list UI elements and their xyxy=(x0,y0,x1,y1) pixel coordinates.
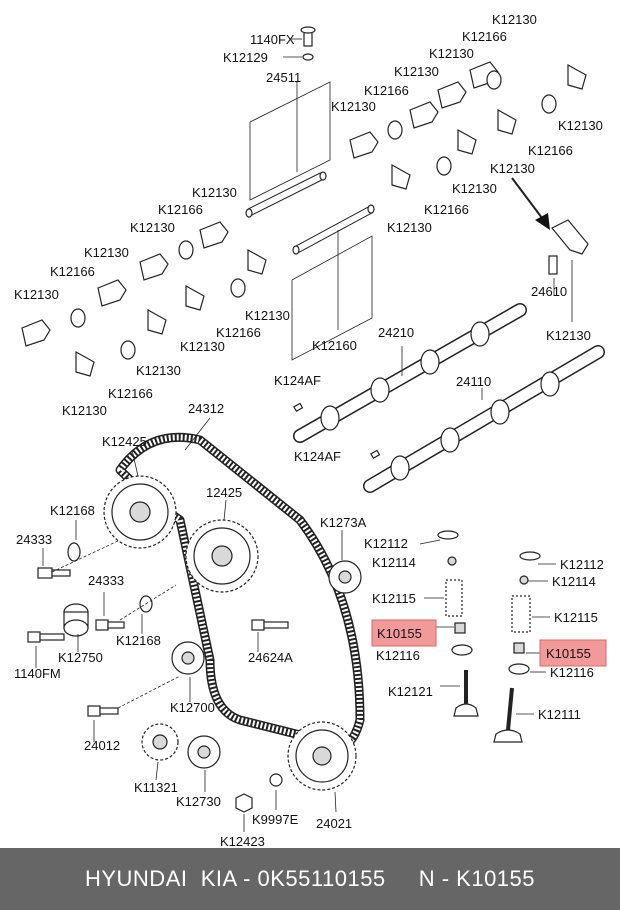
label-k12166: K12166 xyxy=(528,143,573,158)
label-k12130: K12130 xyxy=(546,328,591,343)
cam-sprocket-12425 xyxy=(185,519,259,593)
label-k12130: K12130 xyxy=(394,64,439,79)
tensioner-k12700 xyxy=(171,641,205,675)
label-k12115: K12115 xyxy=(554,610,598,625)
label-1140fm: 1140FM xyxy=(14,666,61,681)
label-24110: 24110 xyxy=(456,374,491,389)
label-k12130: K12130 xyxy=(130,220,175,235)
label-k10155: K10155 xyxy=(546,646,591,661)
label-k12166: K12166 xyxy=(364,83,409,98)
crank-sprocket-k11321 xyxy=(141,723,179,761)
label-k12166: K12166 xyxy=(424,202,469,217)
idler-k12730 xyxy=(187,735,221,769)
label-k12112: K12112 xyxy=(560,557,604,572)
label-24210: 24210 xyxy=(378,325,414,340)
label-k12130: K12130 xyxy=(14,287,59,302)
label-k12111: K12111 xyxy=(538,707,581,722)
label-k12166: K12166 xyxy=(158,202,203,217)
camshaft-24210 xyxy=(293,303,527,443)
label-k12130: K12130 xyxy=(387,220,432,235)
label-k12166: K12166 xyxy=(462,29,507,44)
rocker-shaft-24511 xyxy=(245,171,327,218)
label-k12130: K12130 xyxy=(62,403,107,418)
label-k12130: K12130 xyxy=(558,118,603,133)
highlight-k10155-left xyxy=(371,619,437,647)
label-k12750: K12750 xyxy=(58,650,103,665)
highlight-k10155-right xyxy=(539,639,607,667)
label-k124af: K124AF xyxy=(294,449,341,464)
camshaft-24110 xyxy=(363,345,605,493)
label-k12130: K12130 xyxy=(245,308,290,323)
label-k12130: K12130 xyxy=(192,185,237,200)
label-k12160: K12160 xyxy=(312,338,357,353)
label-k12114: K12114 xyxy=(552,574,596,589)
label-1140fx: 1140FX xyxy=(250,32,295,47)
label-k12112: K12112 xyxy=(364,536,408,551)
label-k124af: K124AF xyxy=(274,373,321,388)
bolt-1140fx xyxy=(300,26,316,47)
idler-k1273a xyxy=(328,560,362,594)
cylinder-k12750 xyxy=(63,603,89,637)
rocker-shaft-k12160 xyxy=(292,204,375,255)
label-k12130: K12130 xyxy=(180,339,225,354)
cam-sprocket-k12425 xyxy=(103,475,177,549)
label-k12130: K12130 xyxy=(429,46,474,61)
label-24624a: 24624A xyxy=(248,650,293,665)
label-k9997e: K9997E xyxy=(252,812,299,827)
label-24312: 24312 xyxy=(188,401,224,416)
label-k12730: K12730 xyxy=(176,794,221,809)
valve-assembly-right xyxy=(493,551,541,743)
label-k12116: K12116 xyxy=(376,648,420,663)
label-k12168: K12168 xyxy=(50,503,95,518)
bolt-1140fm xyxy=(27,631,65,643)
key-k124af xyxy=(370,449,381,460)
bolt-24333-left xyxy=(37,567,71,579)
label-k12129: K12129 xyxy=(223,50,268,65)
label-k12166: K12166 xyxy=(216,325,261,340)
label-k1273a: K1273A xyxy=(320,515,367,530)
washer-k12168 xyxy=(67,542,81,562)
parts-diagram: 1140FX K12129 24511 K12130 K12166 K12130… xyxy=(14,12,607,848)
nut-k12423 xyxy=(235,793,253,813)
rocker-arm-group-right xyxy=(349,61,587,190)
part-number-footer: HYUNDAI KIA - 0K55110155 N - K10155 xyxy=(0,848,620,910)
label-k12166: K12166 xyxy=(108,386,153,401)
label-k12130: K12130 xyxy=(136,363,181,378)
washer-k9997e xyxy=(269,773,283,787)
rocker-arm-24610 xyxy=(548,219,589,275)
valve-assembly-left xyxy=(437,530,479,717)
label-24511: 24511 xyxy=(266,70,301,85)
label-24333: 24333 xyxy=(16,532,52,547)
label-k12423: K12423 xyxy=(220,834,265,848)
washer-k12129 xyxy=(302,53,314,61)
key-k124af xyxy=(293,402,304,413)
label-k12700: K12700 xyxy=(170,700,215,715)
pulley-24021 xyxy=(287,721,357,791)
label-k12114: K12114 xyxy=(372,555,416,570)
label-12425: 12425 xyxy=(206,485,242,500)
arrow-icon xyxy=(535,213,550,230)
label-24021: 24021 xyxy=(316,816,352,831)
label-k10155: K10155 xyxy=(377,626,422,641)
label-24333: 24333 xyxy=(88,573,124,588)
label-k12121: K12121 xyxy=(388,684,433,699)
bolt-24624a xyxy=(251,619,289,631)
timing-belt-24312 xyxy=(115,432,365,752)
label-k12116: K12116 xyxy=(550,665,594,680)
label-k11321: K11321 xyxy=(134,780,178,795)
label-k12425: K12425 xyxy=(102,434,147,449)
label-k12130: K12130 xyxy=(492,12,537,27)
bolt-24333-right xyxy=(95,619,125,631)
label-k12168: K12168 xyxy=(116,633,161,648)
label-k12130: K12130 xyxy=(490,161,535,176)
label-24610: 24610 xyxy=(531,284,567,299)
rocker-arm-group-left xyxy=(21,221,267,377)
bolt-24012 xyxy=(87,705,119,717)
label-k12166: K12166 xyxy=(50,264,95,279)
label-k12130: K12130 xyxy=(331,99,376,114)
label-k12130: K12130 xyxy=(452,181,497,196)
label-24012: 24012 xyxy=(84,738,120,753)
label-k12130: K12130 xyxy=(84,245,129,260)
label-k12115: K12115 xyxy=(372,591,416,606)
